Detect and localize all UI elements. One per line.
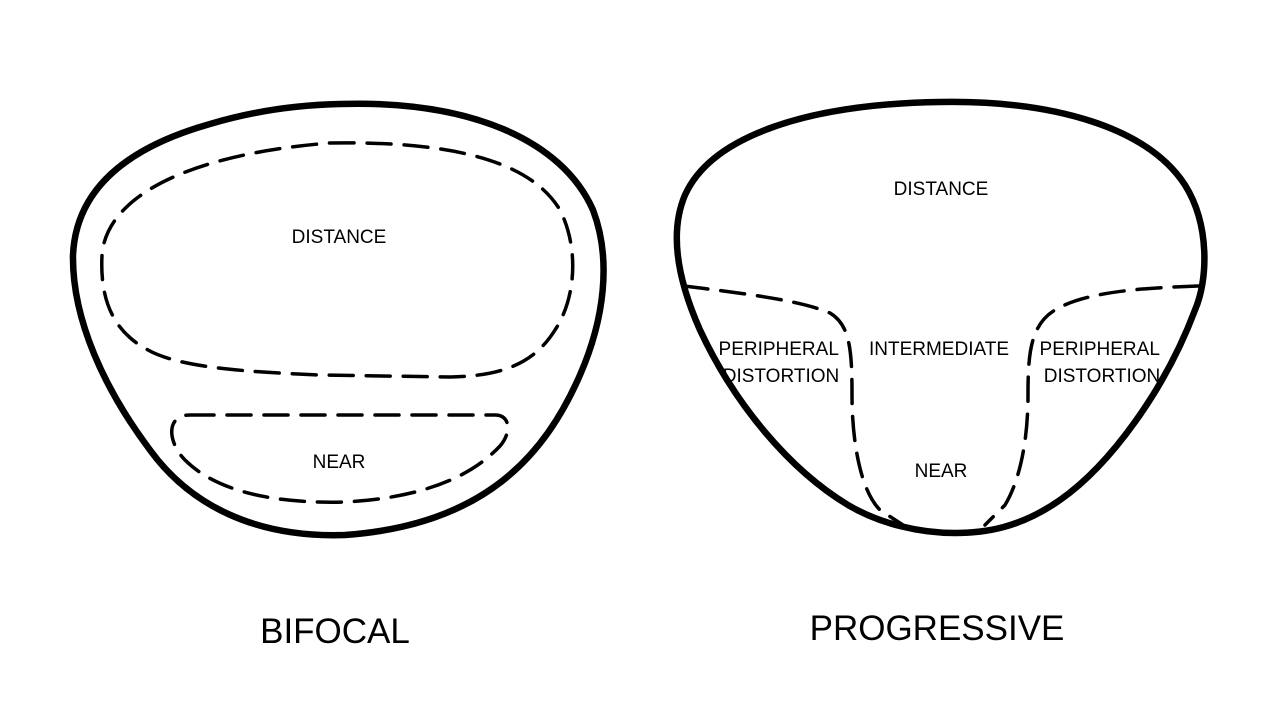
bifocal-near-label: NEAR	[313, 452, 366, 473]
bifocal-lens: DISTANCE NEAR	[69, 100, 607, 539]
progressive-right-distortion-line1: PERIPHERAL	[1040, 339, 1160, 360]
bifocal-caption: BIFOCAL	[260, 612, 410, 651]
progressive-left-distortion-line2: DISTORTION	[723, 366, 839, 387]
bifocal-distance-zone-boundary	[100, 141, 575, 379]
progressive-intermediate-label: INTERMEDIATE	[869, 339, 1009, 360]
bifocal-distance-label: DISTANCE	[292, 227, 387, 248]
progressive-left-distortion-line1: PERIPHERAL	[719, 339, 839, 360]
progressive-right-distortion-boundary	[983, 284, 1200, 527]
progressive-left-distortion-boundary	[682, 284, 905, 527]
progressive-near-label: NEAR	[915, 461, 968, 482]
progressive-lens: DISTANCE INTERMEDIATE NEAR PERIPHERAL DI…	[673, 98, 1208, 537]
progressive-distance-label: DISTANCE	[894, 179, 989, 200]
progressive-caption: PROGRESSIVE	[810, 609, 1065, 648]
progressive-right-distortion-label: PERIPHERAL DISTORTION	[1040, 339, 1165, 387]
bifocal-lens-outline	[69, 100, 607, 539]
progressive-lens-outline	[673, 98, 1208, 537]
progressive-right-distortion-line2: DISTORTION	[1044, 366, 1160, 387]
bifocal-near-zone-boundary	[170, 413, 510, 504]
progressive-left-distortion-label: PERIPHERAL DISTORTION	[719, 339, 844, 387]
